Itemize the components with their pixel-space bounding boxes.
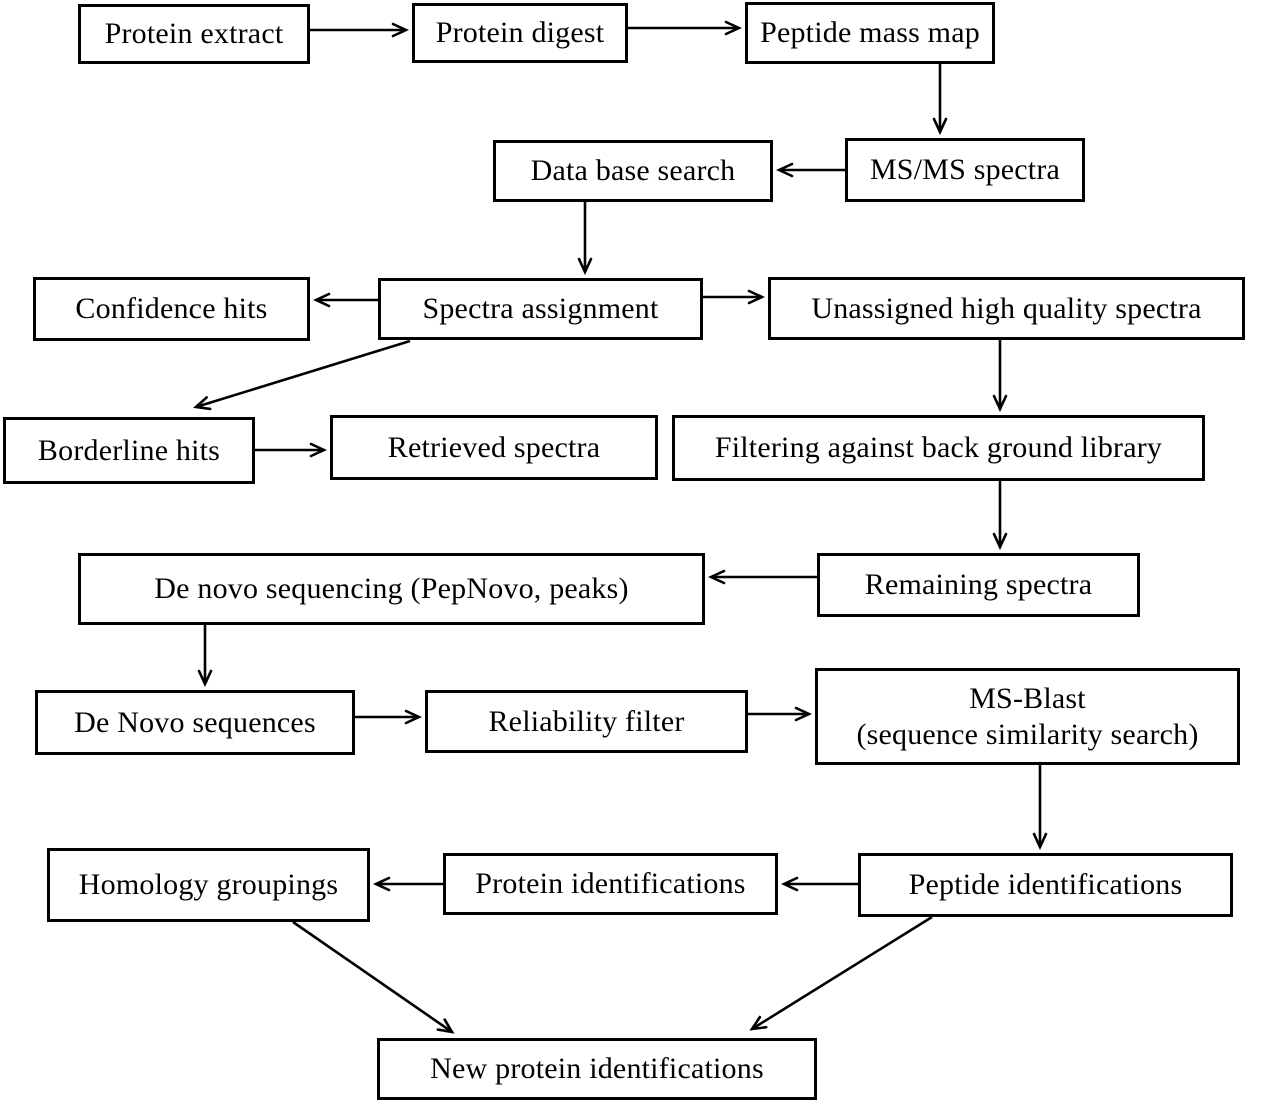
node-protein-digest: Protein digest (412, 3, 628, 63)
node-remaining-spectra: Remaining spectra (817, 553, 1140, 617)
node-database-search: Data base search (493, 140, 773, 202)
node-protein-identifications: Protein identifications (443, 853, 778, 915)
node-borderline-hits: Borderline hits (3, 417, 255, 484)
node-retrieved-spectra: Retrieved spectra (330, 415, 658, 480)
node-spectra-assignment: Spectra assignment (378, 278, 703, 340)
arrow-spectra-assignment-to-borderline-hits (196, 339, 411, 407)
node-unassigned-high-quality-spectra: Unassigned high quality spectra (768, 277, 1245, 340)
node-confidence-hits: Confidence hits (33, 277, 310, 341)
node-de-novo-sequences: De Novo sequences (35, 690, 355, 755)
arrow-peptide-identifications-to-new-protein-identifications (752, 915, 933, 1029)
node-protein-extract: Protein extract (78, 4, 310, 64)
node-peptide-mass-map: Peptide mass map (745, 2, 995, 64)
node-new-protein-identifications: New protein identifications (377, 1038, 817, 1100)
node-msms-spectra: MS/MS spectra (845, 138, 1085, 202)
node-ms-blast: MS-Blast (sequence similarity search) (815, 668, 1240, 765)
node-peptide-identifications: Peptide identifications (858, 853, 1233, 917)
node-filtering-background-library: Filtering against back ground library (672, 415, 1205, 481)
node-homology-groupings: Homology groupings (47, 848, 370, 922)
arrow-homology-groupings-to-new-protein-identifications (292, 920, 452, 1032)
node-reliability-filter: Reliability filter (425, 690, 748, 753)
node-de-novo-sequencing: De novo sequencing (PepNovo, peaks) (78, 553, 705, 625)
